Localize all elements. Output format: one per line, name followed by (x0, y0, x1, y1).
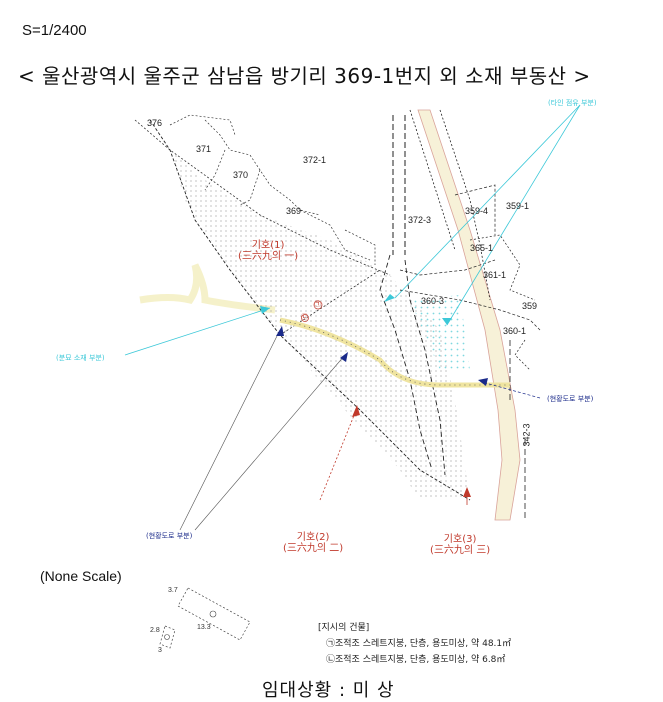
parcel-label: 359 (522, 301, 538, 311)
lease-status: 임대상황 : 미 상 (262, 680, 395, 701)
scale-label: S=1/2400 (22, 22, 87, 39)
parcel-label: 365-1 (470, 243, 494, 253)
symbol-2-label: 기호(2) (三六九의 二) (283, 532, 343, 554)
parcel-label: 359-4 (465, 206, 489, 216)
sketch-title: (None Scale) (40, 568, 122, 584)
callout-road-left: (현황도로 부분) (146, 532, 193, 540)
parcel-label: 372-3 (408, 215, 432, 225)
symbol-2-title: 기호(2) (296, 532, 330, 543)
subject-parcel-fill (170, 150, 470, 500)
building-item: ㉡조적조 스레트지붕, 단층, 용도미상, 약 6.8㎡ (326, 655, 506, 665)
page-title: < 울산광역시 울주군 삼남읍 방기리 369-1번지 외 소재 부동산 > (18, 64, 591, 88)
callout-road-right: (현황도로 부분) (547, 395, 594, 403)
road-strip (417, 109, 521, 521)
other-occupied-area (410, 295, 470, 370)
sketch-dim-b-length: 3 (158, 647, 162, 654)
symbol-3-sub: (三六九의 三) (430, 545, 491, 556)
parcel-label: 372-1 (303, 155, 327, 165)
parcel-label: 371 (196, 144, 212, 154)
building-mark-b: ㉡ (301, 313, 308, 321)
sketch-dim-a-length: 13.3 (197, 624, 211, 631)
symbol-3-title: 기호(3) (443, 534, 477, 545)
parcel-label: 361-1 (483, 270, 507, 280)
grave-area (139, 263, 276, 314)
parcel-label: 360-1 (503, 326, 527, 336)
building-item: ㉠조적조 스레트지붕, 단층, 용도미상, 약 48.1㎡ (326, 639, 512, 649)
parcel-label: 370 (233, 170, 249, 180)
symbol-1-sub: (三六九의 一) (238, 251, 299, 262)
symbol-1-label: 기호(1) (三六九의 一) (238, 240, 298, 262)
parcel-label: 369 (286, 206, 302, 216)
sketch-dim-b-width: 2.8 (150, 627, 160, 634)
symbol-2-sub: (三六九의 二) (283, 543, 344, 554)
parcel-label: 359-1 (506, 201, 530, 211)
sketch-building-b (159, 625, 176, 649)
building-mark-a: ㉠ (314, 300, 321, 308)
callout-grave: (분묘 소재 부분) (56, 354, 105, 362)
symbol-3-label: 기호(3) (三六九의 三) (430, 534, 490, 556)
sketch-dim-a-width: 3.7 (168, 587, 178, 594)
buildings-title: [지시의 건물] (318, 623, 370, 633)
parcel-label: 342-3 (521, 423, 532, 447)
symbol-1-title: 기호(1) (251, 240, 285, 251)
sketch-building-a (177, 587, 251, 641)
parcel-label: 360-3 (421, 296, 445, 306)
parcel-label: 376 (147, 118, 163, 128)
callout-other-occupied: (타인 점유 부분) (548, 99, 597, 107)
